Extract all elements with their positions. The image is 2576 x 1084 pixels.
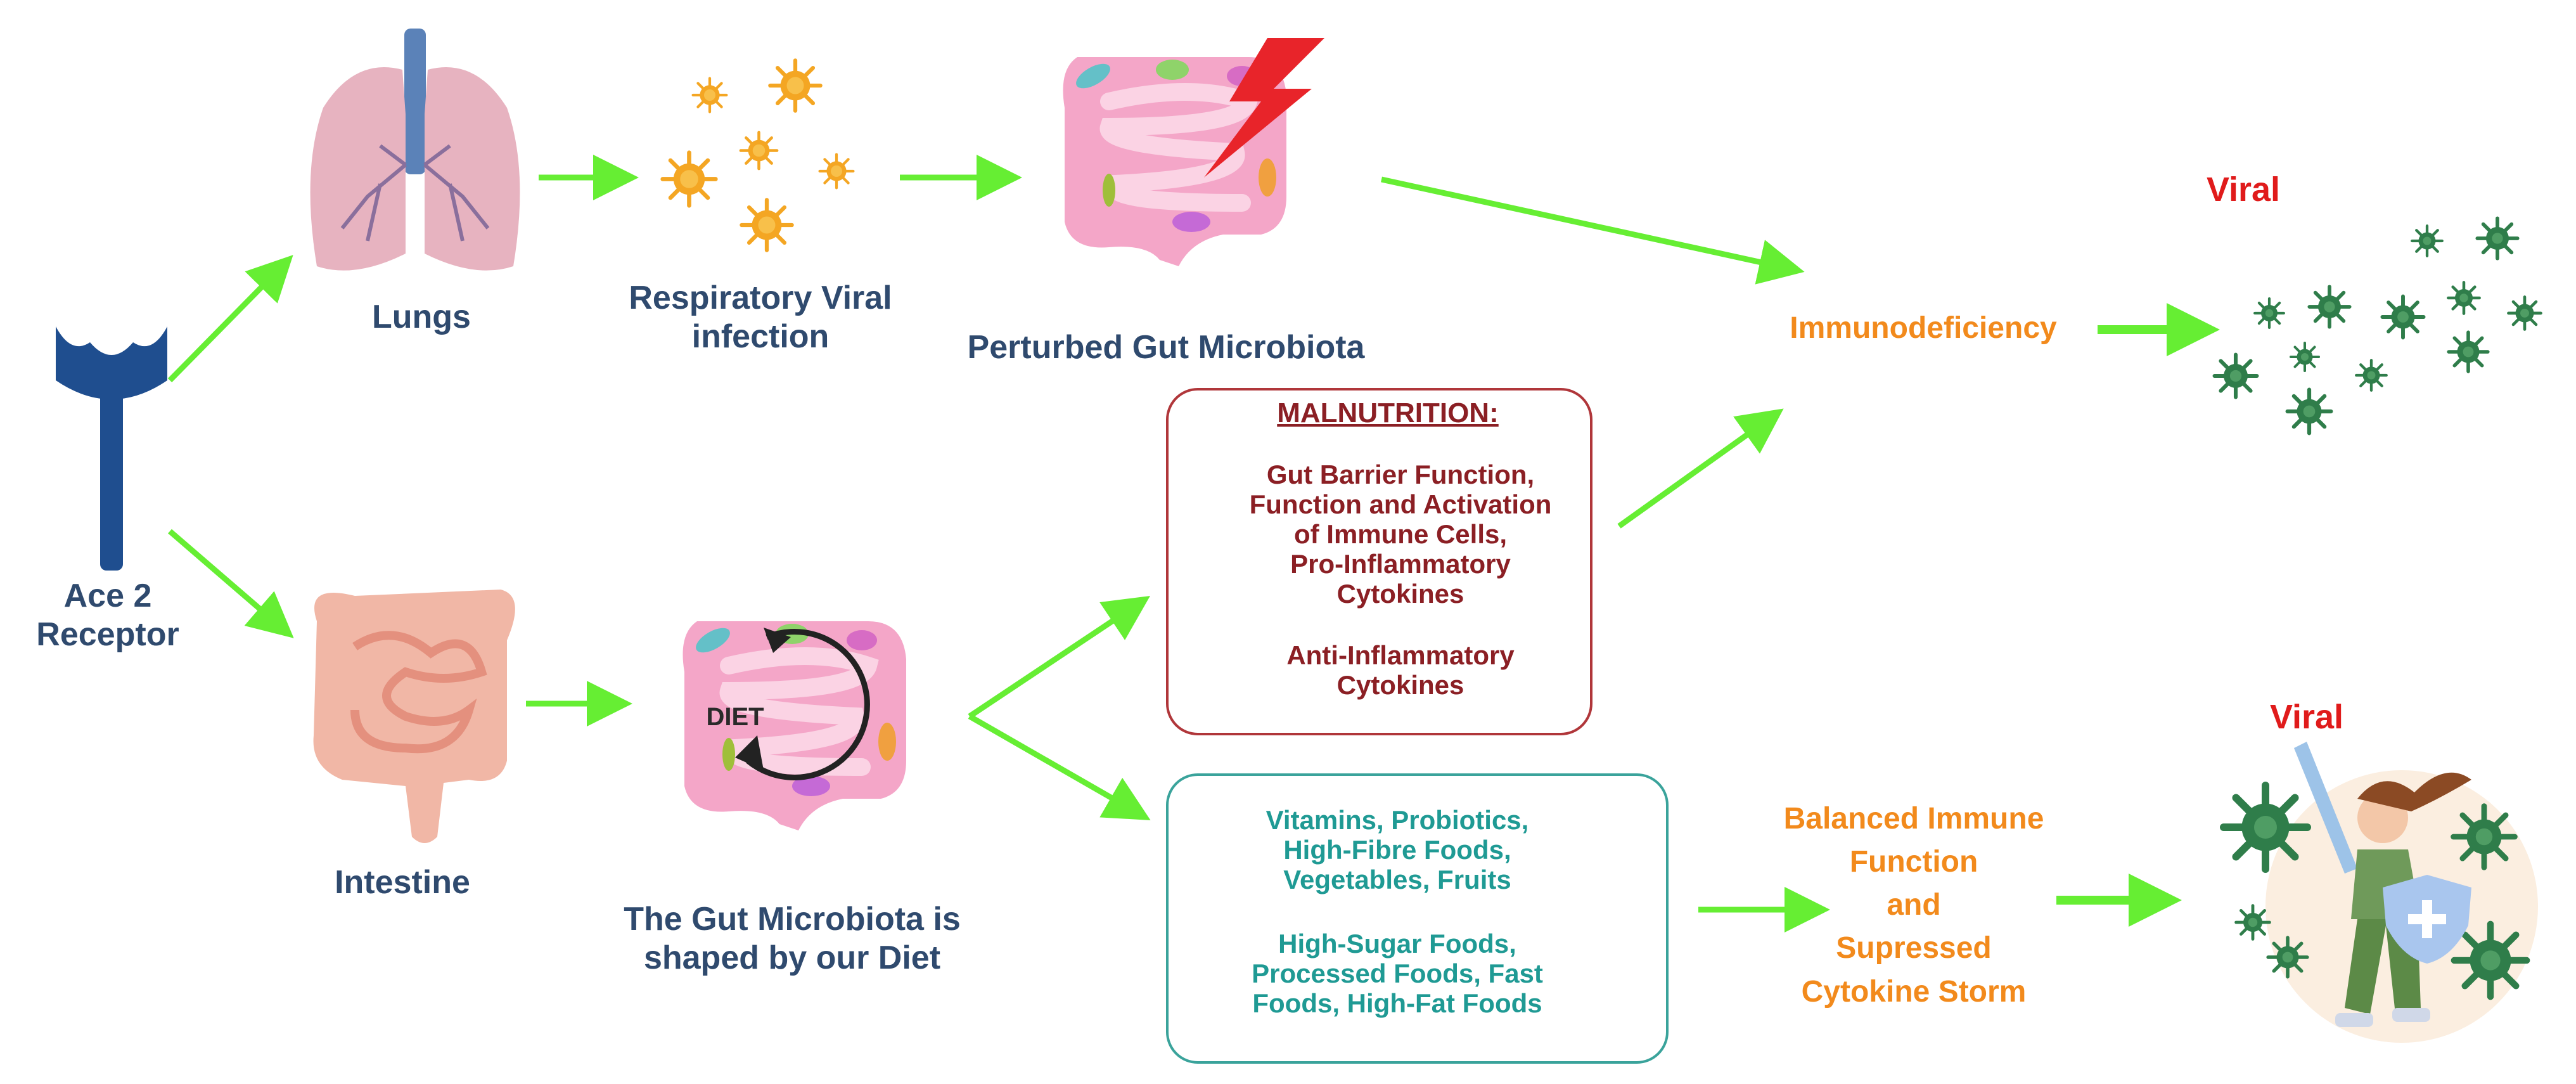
- immunodeficiency-label: Immunodeficiency: [1790, 311, 2057, 345]
- ace2-receptor-icon: [56, 326, 167, 571]
- gut-diet-label: The Gut Microbiota is shaped by our Diet: [624, 901, 961, 977]
- lightning-icon: [1204, 38, 1324, 177]
- arrow-diet-malnutrition: [968, 596, 1150, 719]
- viral-label-top: Viral: [2206, 171, 2281, 209]
- malnutrition-up-text: Anti-Inflammatory Cytokines: [1286, 640, 1515, 700]
- perturbed-gut-label: Perturbed Gut Microbiota: [967, 329, 1365, 366]
- shield-icon: [2383, 875, 2471, 964]
- malnutrition-title: MALNUTRITION:: [1277, 397, 1499, 429]
- intestine-label: Intestine: [335, 864, 470, 901]
- ace2-receptor-label: Ace 2 Receptor: [36, 577, 179, 654]
- unhealthy-foods-text: High-Sugar Foods, Processed Foods, Fast …: [1252, 929, 1543, 1019]
- intestine-icon: [313, 590, 515, 843]
- viral-label-bottom: Viral: [2269, 698, 2344, 736]
- arrow-malnutrition-immunodeficiency: [1617, 408, 1784, 529]
- arrow-gut-immunodeficiency: [1381, 176, 1805, 285]
- arrow-ace2-intestine: [168, 529, 294, 638]
- malnutrition-box: [1166, 388, 1592, 735]
- respiratory-label: Respiratory Viral infection: [629, 280, 892, 356]
- lungs-label: Lungs: [372, 299, 471, 335]
- lungs-icon: [310, 29, 520, 271]
- diet-cycle-icon: [735, 628, 870, 780]
- virus-icon: [2215, 218, 2541, 433]
- heroine-icon: [2224, 742, 2538, 1043]
- malnutrition-down-text: Gut Barrier Function, Function and Activ…: [1249, 460, 1552, 609]
- arrow-ace2-lungs: [167, 255, 293, 383]
- diet-recommendation-box: [1166, 773, 1669, 1064]
- virus-icon: [663, 60, 854, 250]
- arrow-diet-healthy: [968, 714, 1151, 820]
- diet-label: DIET: [706, 703, 764, 731]
- healthy-foods-text: Vitamins, Probiotics, High-Fibre Foods, …: [1266, 805, 1529, 895]
- balanced-immune-label: Balanced Immune Function and Supressed C…: [1783, 802, 2044, 1009]
